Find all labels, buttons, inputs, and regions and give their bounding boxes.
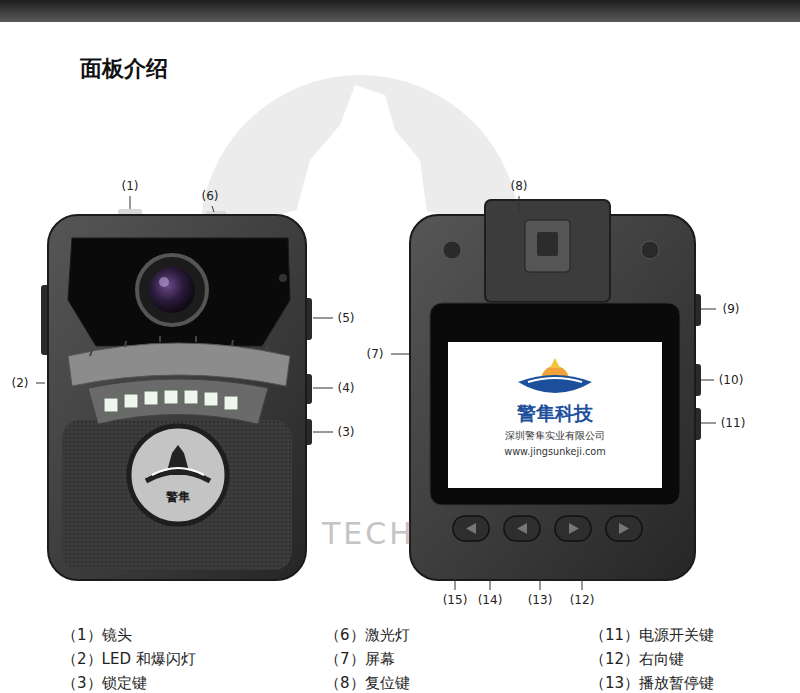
leader-line xyxy=(701,423,716,424)
front-camera xyxy=(144,391,158,405)
part-name: （2）LED 和爆闪灯 xyxy=(62,650,196,668)
leader-line xyxy=(36,383,45,384)
back-camera xyxy=(466,523,476,534)
front-camera xyxy=(159,277,169,287)
leader-line xyxy=(36,196,716,590)
front-camera xyxy=(68,238,290,346)
watermark-logo xyxy=(200,75,520,235)
back-camera xyxy=(569,523,579,534)
callout-number: (5) xyxy=(338,311,355,325)
front-camera xyxy=(184,390,198,404)
back-camera xyxy=(430,303,680,505)
front-camera xyxy=(164,390,178,404)
leader-line xyxy=(519,196,520,212)
eagle-symbol xyxy=(152,468,204,475)
top-bar xyxy=(0,0,800,22)
callout-number: (4) xyxy=(338,381,355,395)
screen: 警隼科技深圳警隼实业有限公司 www.jingsunkeji.com xyxy=(448,342,662,488)
node-text: www.jingsunkeji.com xyxy=(448,446,662,457)
front-camera xyxy=(48,215,306,580)
callout-number: (8) xyxy=(511,179,528,193)
back-camera xyxy=(453,516,642,541)
leader-line xyxy=(540,578,541,590)
callout-number: (11) xyxy=(721,416,746,430)
part-name: （11）电源开关键 xyxy=(590,626,714,644)
callout-number: (15) xyxy=(443,593,468,607)
leader-line xyxy=(582,578,583,590)
node-text: 深圳警隼实业有限公司 xyxy=(448,430,662,443)
front-camera xyxy=(149,267,195,313)
callout-number: (13) xyxy=(528,593,553,607)
callout-number: (3) xyxy=(338,425,355,439)
back-camera xyxy=(517,523,527,534)
leader-line xyxy=(701,309,716,310)
part-name: （13）播放暂停键 xyxy=(590,674,714,692)
part-name: （7）屏幕 xyxy=(325,650,395,668)
back-camera xyxy=(443,241,461,259)
leader-line xyxy=(313,388,333,389)
front-camera xyxy=(224,396,238,410)
part-name: （8）复位键 xyxy=(325,674,410,692)
back-camera xyxy=(619,523,629,534)
front-camera xyxy=(41,209,312,580)
callout-number: (7) xyxy=(367,347,384,361)
screen-logo xyxy=(528,378,582,382)
callout-number: (9) xyxy=(723,302,740,316)
front-camera xyxy=(137,255,207,325)
part-name: （1）镜头 xyxy=(62,626,132,644)
callout-number: (10) xyxy=(719,373,744,387)
back-camera xyxy=(448,342,662,488)
leader-line xyxy=(490,578,491,590)
front-camera xyxy=(124,394,138,408)
callout-number: (6) xyxy=(202,189,219,203)
top-bar xyxy=(0,0,800,22)
back-camera xyxy=(537,232,558,256)
leader-line xyxy=(313,318,333,319)
back-camera xyxy=(410,200,701,580)
node-heading: 警隼 xyxy=(126,489,230,506)
leader-line xyxy=(391,354,409,355)
back-camera xyxy=(555,516,591,541)
screen-logo xyxy=(550,358,560,368)
back-camera xyxy=(410,215,695,580)
logo-badge: 警隼 xyxy=(126,423,230,527)
callout-number: (1) xyxy=(122,179,139,193)
back-camera xyxy=(453,516,489,541)
page-title: 面板介绍 xyxy=(80,56,168,82)
back-camera xyxy=(525,220,570,272)
back-camera xyxy=(606,516,642,541)
back-camera xyxy=(504,516,540,541)
callout-number: (14) xyxy=(478,593,503,607)
callout-number: (12) xyxy=(570,593,595,607)
badge-outline xyxy=(126,423,230,527)
front-camera xyxy=(279,274,287,282)
callout-number: (2) xyxy=(12,376,29,390)
back-camera xyxy=(485,200,610,302)
screen-logo xyxy=(518,375,592,393)
leader-line xyxy=(701,380,714,381)
back-camera xyxy=(641,241,659,259)
badge-outline xyxy=(129,426,227,524)
front-camera xyxy=(62,420,292,570)
leader-line xyxy=(212,206,214,212)
leader-line xyxy=(130,196,131,209)
screen-logo xyxy=(518,358,592,393)
watermark: TECH xyxy=(322,516,415,552)
part-name: （3）锁定键 xyxy=(62,674,147,692)
part-name: （6）激光灯 xyxy=(325,626,410,644)
front-camera xyxy=(104,398,118,412)
watermark-logo xyxy=(200,75,520,235)
front-camera xyxy=(104,390,238,412)
front-camera xyxy=(90,336,268,356)
back-camera xyxy=(466,523,629,534)
node-heading: 警隼科技 xyxy=(448,400,662,427)
front-camera xyxy=(88,379,268,424)
part-name: （12）右向键 xyxy=(590,650,684,668)
front-camera xyxy=(204,392,218,406)
leader-line xyxy=(455,578,456,590)
leader-line xyxy=(313,432,333,433)
